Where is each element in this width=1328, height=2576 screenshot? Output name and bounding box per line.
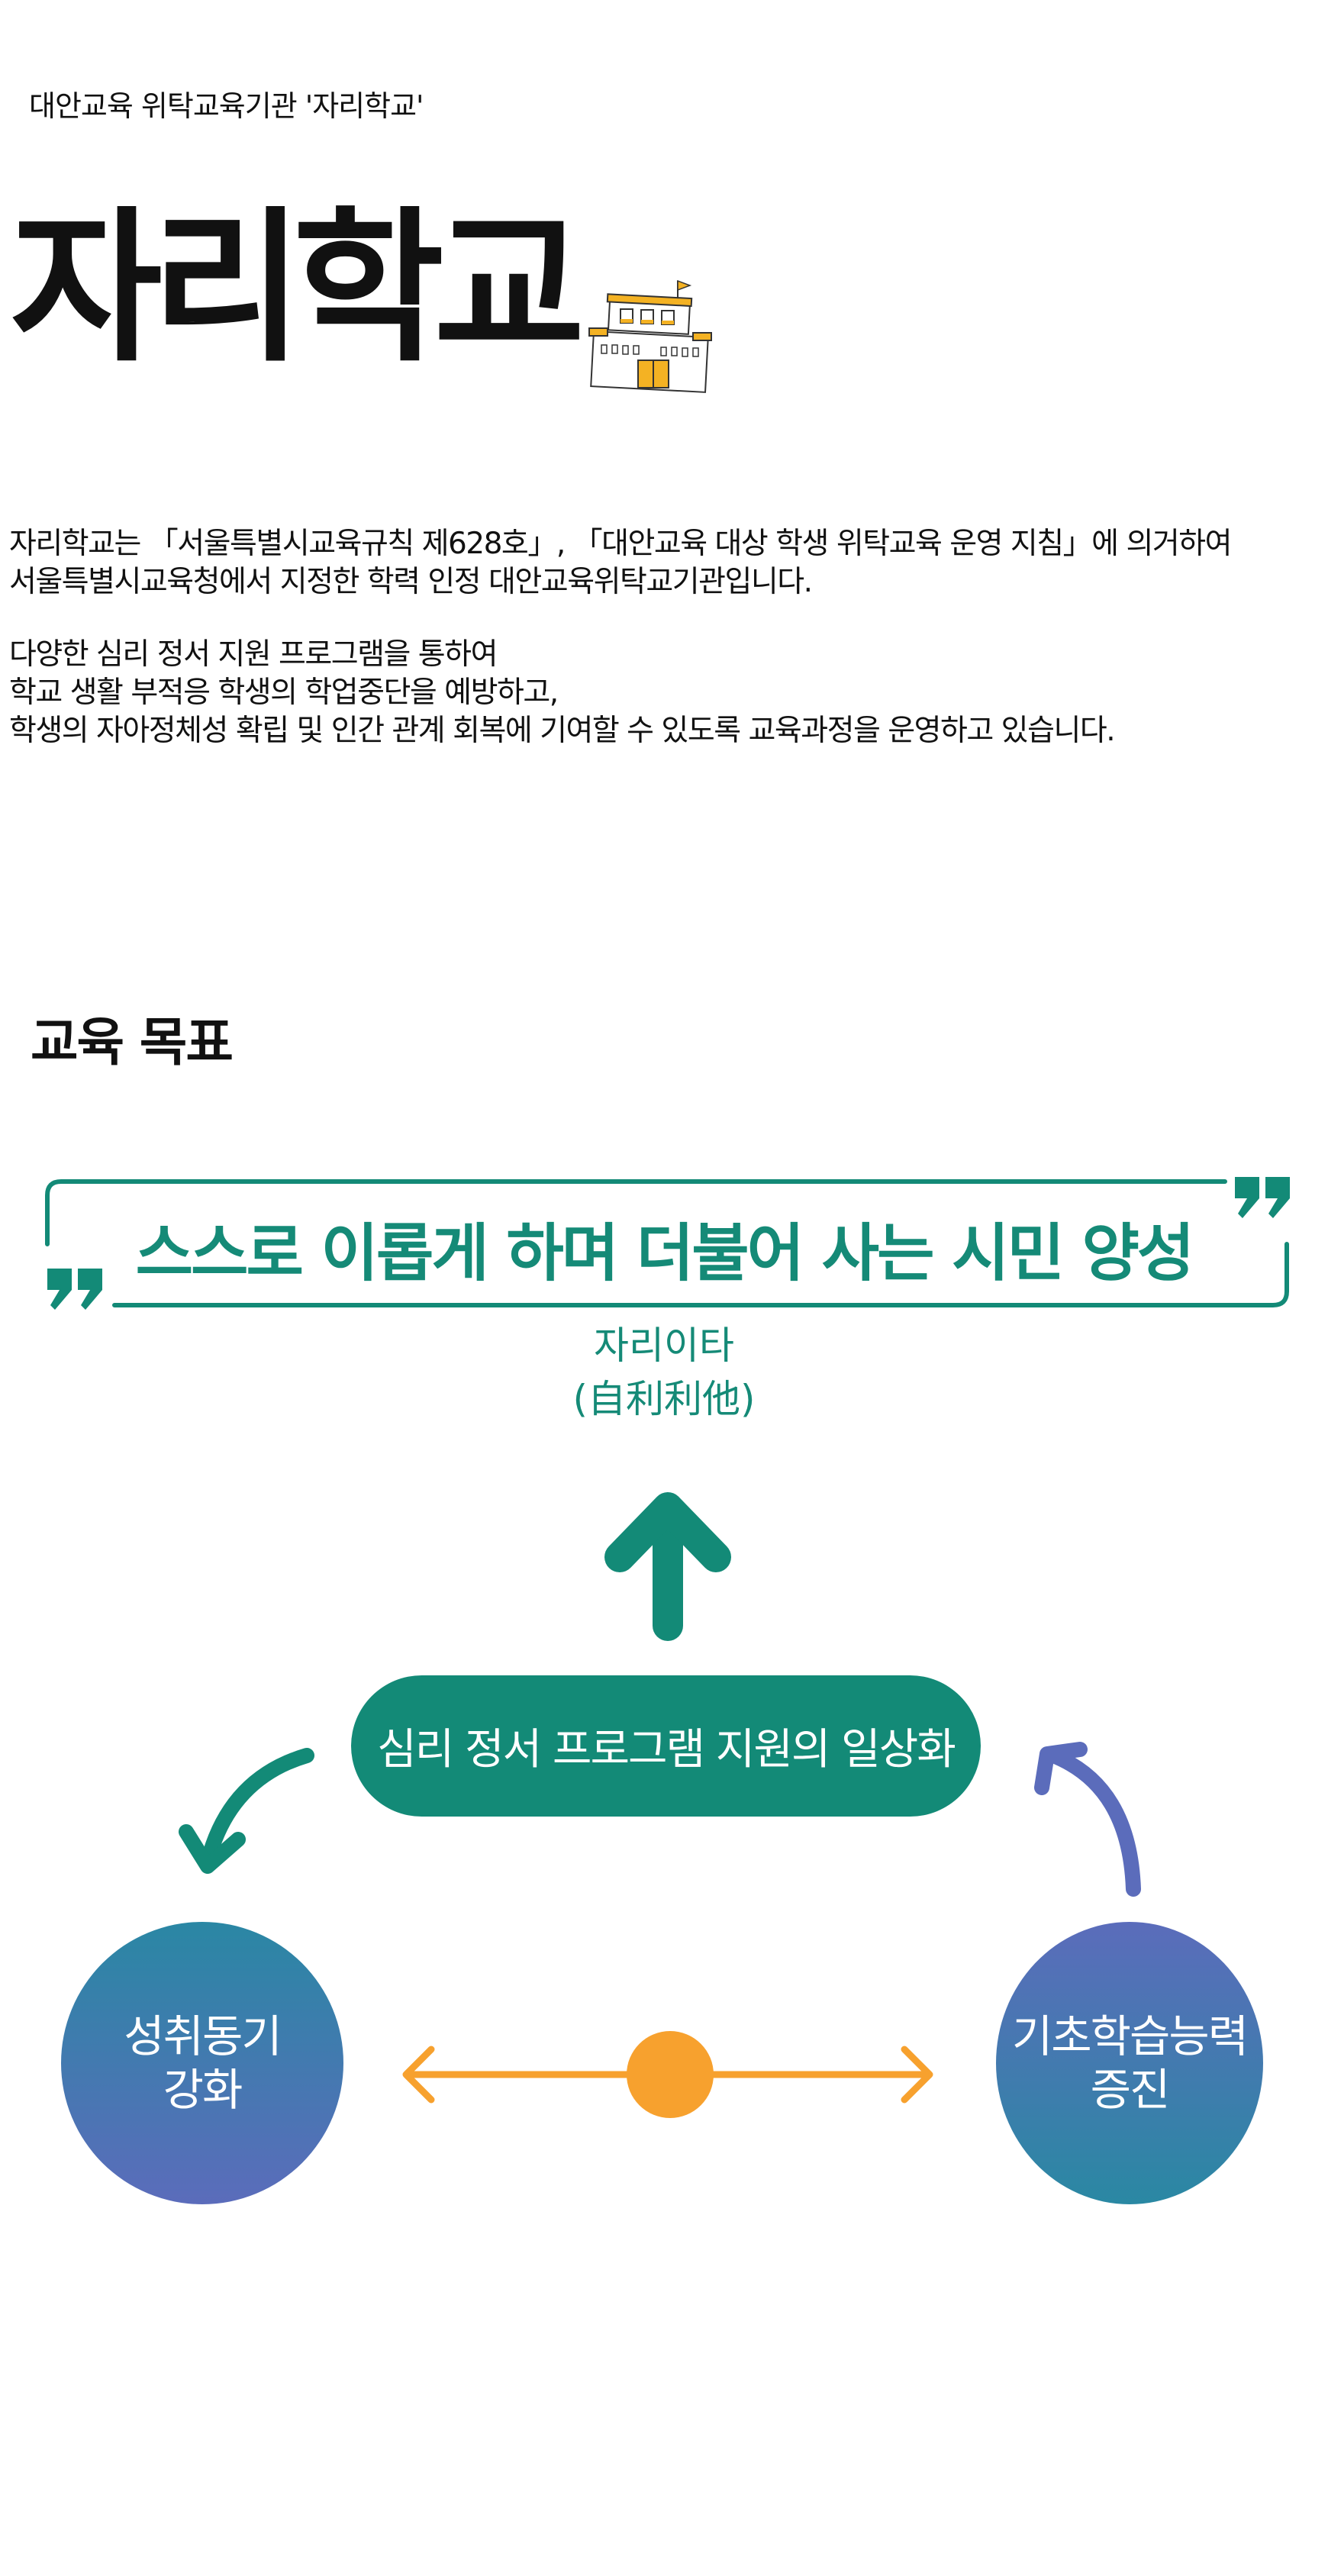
circle-label-line: 강화 (163, 2064, 243, 2116)
curved-arrow-right (1034, 1742, 1141, 1897)
circle-basic-learning: 기초학습능력 증진 (996, 1922, 1263, 2204)
school-building-icon (588, 279, 712, 393)
center-program-label: 심리 정서 프로그램 지원의 일상화 (377, 1725, 956, 1775)
quote-open-icon (47, 1269, 102, 1310)
keyword-korean: 자리이타 (594, 1323, 734, 1368)
circle-label-line: 증진 (1090, 2064, 1171, 2116)
center-program-pill: 심리 정서 프로그램 지원의 일상화 (351, 1675, 981, 1817)
circle-label-line: 기초학습능력 (1011, 2010, 1249, 2062)
goal-frame (45, 1177, 1290, 1310)
quote-close-icon (1235, 1177, 1290, 1218)
intro-paragraph-2: 다양한 심리 정서 지원 프로그램을 통하여 학교 생활 부적응 학생의 학업중… (9, 636, 1116, 750)
main-goal-text: 스스로 이롭게 하며 더불어 사는 시민 양성 (135, 1217, 1195, 1290)
intro-line: 학생의 자아정체성 확립 및 인간 관계 회복에 기여할 수 있도록 교육과정을… (9, 714, 1116, 748)
page-title: 자리학교 (11, 192, 585, 384)
circle-achievement-motivation: 성취동기 강화 (61, 1922, 343, 2204)
goal-diagram (179, 1492, 1141, 2118)
center-dot (627, 2031, 714, 2118)
section-heading: 교육 목표 (31, 1013, 234, 1073)
intro-line: 다양한 심리 정서 지원 프로그램을 통하여 (9, 637, 498, 672)
keyword-hanja: (自利利他) (572, 1377, 756, 1421)
intro-line: 학교 생활 부적응 학생의 학업중단을 예방하고, (9, 675, 559, 710)
intro-line: 자리학교는 「서울특별시교육규칙 제628호」, 「대안교육 대상 학생 위탁교… (9, 527, 1232, 561)
curved-arrow-left (179, 1748, 314, 1874)
circle-label-line: 성취동기 (124, 2010, 282, 2062)
intro-paragraph-1: 자리학교는 「서울특별시교육규칙 제628호」, 「대안교육 대상 학생 위탁교… (9, 525, 1232, 601)
page-subtitle: 대안교육 위탁교육기관 '자리학교' (29, 89, 424, 123)
intro-line: 서울특별시교육청에서 지정한 학력 인정 대안교육위탁교기관입니다. (9, 565, 813, 599)
goal-keyword: 자리이타 (自利利他) (0, 1319, 1328, 1426)
arrow-up-icon (604, 1492, 731, 1641)
